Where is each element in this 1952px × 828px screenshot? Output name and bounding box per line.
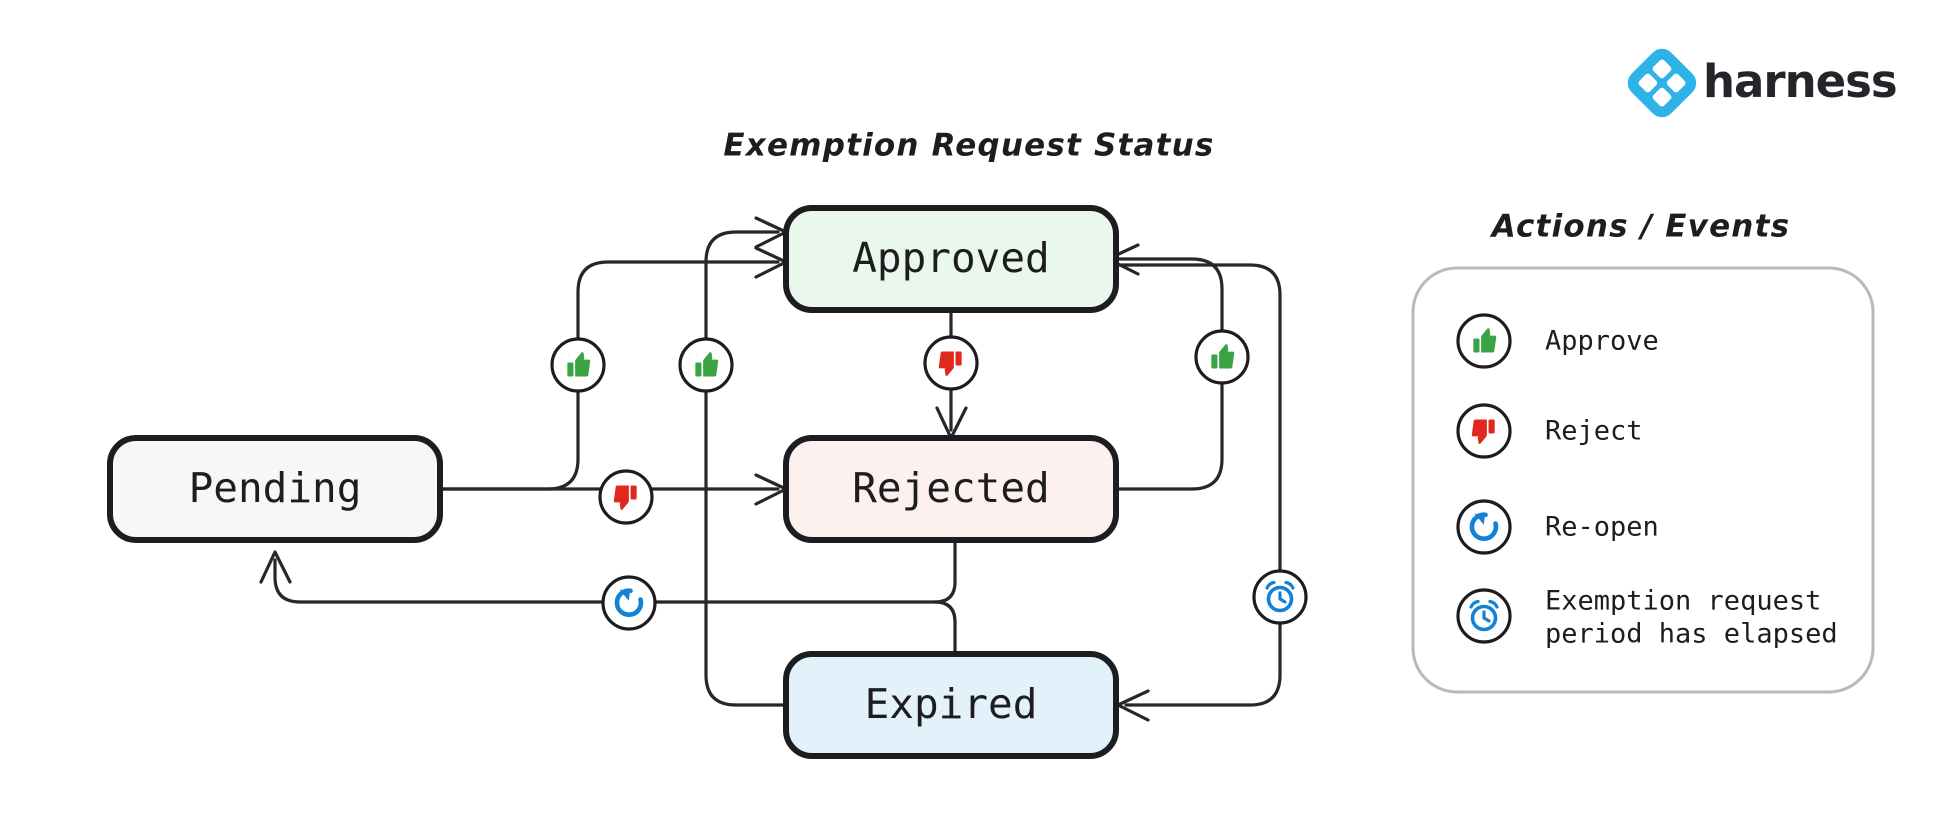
edge-badge-approve-rejected[interactable] [1194,329,1250,385]
legend-item-reject[interactable]: Reject [1456,403,1643,459]
legend-heading: Actions / Events [1489,209,1791,245]
diagram-title: Exemption Request Status [723,128,1214,164]
edge-badge-reopen[interactable] [601,575,657,631]
edge-badge-layer [550,329,1308,631]
edge-approved-to-expired [1114,263,1282,722]
edge-pending-to-approved [438,246,788,491]
reopen-icon [1469,512,1499,541]
edge-badge-reject-approved[interactable] [923,335,979,391]
reopen-icon [614,588,644,617]
legend-panel [1411,266,1875,694]
legend-label-elapsed-line1: Exemption request [1545,586,1821,617]
legend-label-reject: Reject [1545,416,1643,447]
node-expired[interactable]: Expired [783,651,1119,759]
node-expired-label: Expired [865,680,1038,728]
edge-expired-to-pending [933,600,957,656]
alarm-clock-icon [1265,580,1295,613]
node-pending[interactable]: Pending [107,435,443,543]
legend-item-reopen[interactable]: Re-open [1456,499,1659,555]
legend-item-approve[interactable]: Approve [1456,313,1659,369]
node-pending-label: Pending [189,464,362,512]
edge-badge-elapsed[interactable] [1252,569,1308,625]
node-rejected[interactable]: Rejected [783,435,1119,543]
legend: Actions / Events Approve Reject [1411,209,1875,694]
edge-badge-approve-pending[interactable] [550,337,606,393]
node-approved-label: Approved [852,234,1049,282]
legend-label-approve: Approve [1545,326,1659,357]
legend-label-reopen: Re-open [1545,512,1659,543]
node-layer: Pending Approved Rejected Expired [107,205,1119,759]
brand-name: harness [1703,55,1897,108]
brand-logo: harness [1627,48,1898,118]
node-rejected-label: Rejected [852,464,1049,512]
node-approved[interactable]: Approved [783,205,1119,313]
edge-badge-approve-expired[interactable] [678,337,734,393]
harness-diamond-logo-icon [1627,48,1697,118]
edge-badge-reject-pending[interactable] [598,469,654,525]
legend-label-elapsed-line2: period has elapsed [1545,619,1838,650]
edge-expired-to-approved [704,216,788,707]
alarm-clock-icon [1469,599,1499,632]
legend-item-elapsed[interactable]: Exemption request period has elapsed [1456,586,1838,650]
